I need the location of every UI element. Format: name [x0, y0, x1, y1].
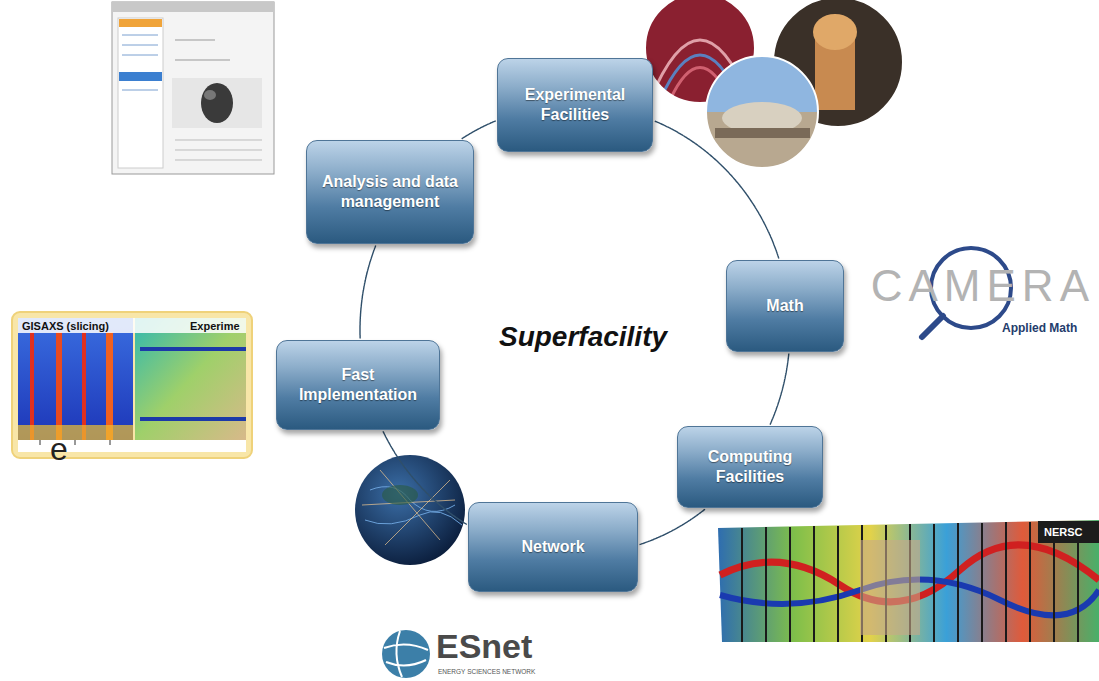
box-label: Math: [766, 296, 803, 316]
gisaxs-plot: [12, 312, 252, 458]
process-box: Fast Implementation: [276, 340, 440, 430]
facility-photos: [640, 0, 910, 172]
cori-supercomputer: [718, 520, 1099, 642]
ring-connector: [770, 353, 789, 424]
process-box: Experimental Facilities: [497, 58, 653, 152]
process-box: Math: [726, 260, 844, 352]
box-label: Analysis and data management: [321, 172, 459, 212]
esnet-logo: [382, 630, 430, 678]
globe: [355, 455, 465, 565]
ring-connector: [462, 121, 496, 139]
ring-connector: [655, 121, 779, 258]
center-title: Superfacility: [499, 322, 667, 353]
cut-letter: e: [50, 432, 68, 467]
plot-title: Experime: [190, 320, 240, 332]
web-screenshot: [112, 2, 274, 174]
box-label: Network: [521, 537, 584, 557]
ring-connector: [383, 431, 467, 524]
box-label: Experimental Facilities: [512, 85, 638, 125]
process-box: Analysis and data management: [306, 140, 474, 244]
process-box: Network: [468, 502, 638, 592]
box-label: Fast Implementation: [291, 365, 425, 405]
logo-text: ESnet: [436, 628, 532, 665]
process-box: Computing Facilities: [677, 426, 823, 508]
ring-connector: [640, 509, 706, 544]
box-label: Computing Facilities: [692, 447, 808, 487]
plot-title: GISAXS (slicing): [22, 320, 109, 332]
logo-subtitle: Applied Math: [1002, 322, 1077, 335]
logo-text: NERSC: [1044, 526, 1083, 538]
ring-connector: [360, 246, 376, 339]
logo-subtitle: ENERGY SCIENCES NETWORK: [438, 668, 535, 675]
logo-text: CAMERA: [871, 262, 1095, 310]
